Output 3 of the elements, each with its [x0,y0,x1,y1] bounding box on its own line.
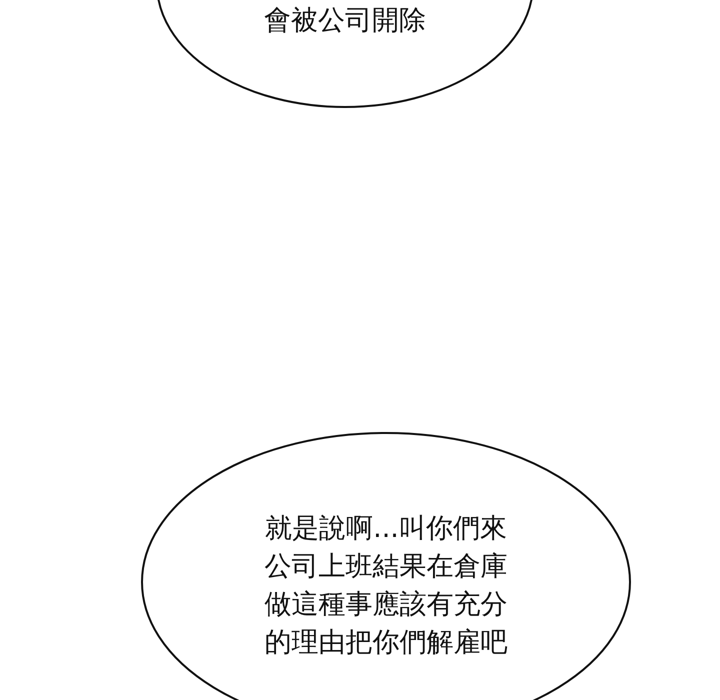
dialogue-text: 會被公司開除 [263,4,427,38]
speech-bubble [141,432,631,700]
dialogue-text: 就是說啊...叫你們來公司上班結果在倉庫做這種事應該有充分的理由把你們解雇吧 [264,512,508,660]
